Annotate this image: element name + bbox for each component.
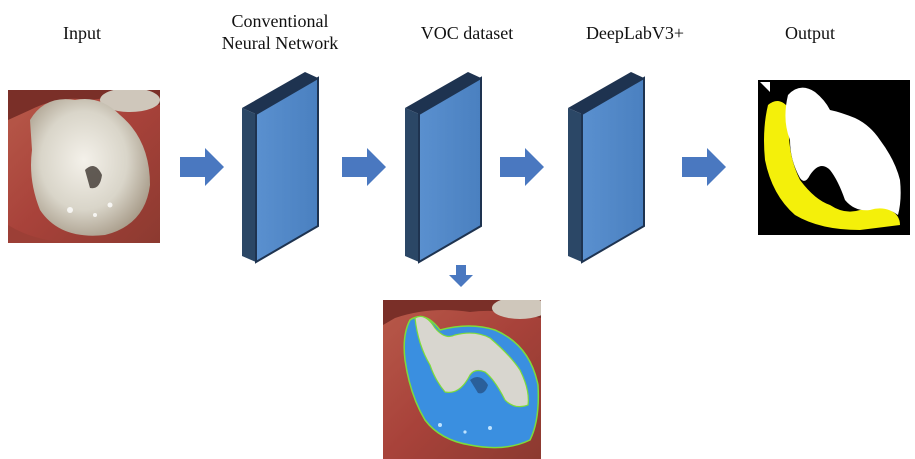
voc-label: VOC dataset [420,23,514,43]
voc-annotated-image [383,300,541,459]
right-arrow-icon [500,148,544,186]
input-label: Input [63,23,101,43]
cnn-block [242,72,319,264]
right-arrow-icon [180,148,224,186]
input-image [8,90,160,243]
voc-block [405,72,482,264]
down-arrow-icon [449,265,473,287]
deeplab-block [568,72,645,264]
cnn-label-line1: Conventional [231,11,329,31]
right-arrow-icon [682,148,726,186]
output-mask [758,80,910,235]
output-label: Output [784,23,835,43]
cnn-label-line2: Neural Network [221,33,339,53]
right-arrow-icon [342,148,386,186]
cnn-label: Conventional Neural Network [200,10,360,54]
deeplab-label: DeepLabV3+ [585,23,685,43]
